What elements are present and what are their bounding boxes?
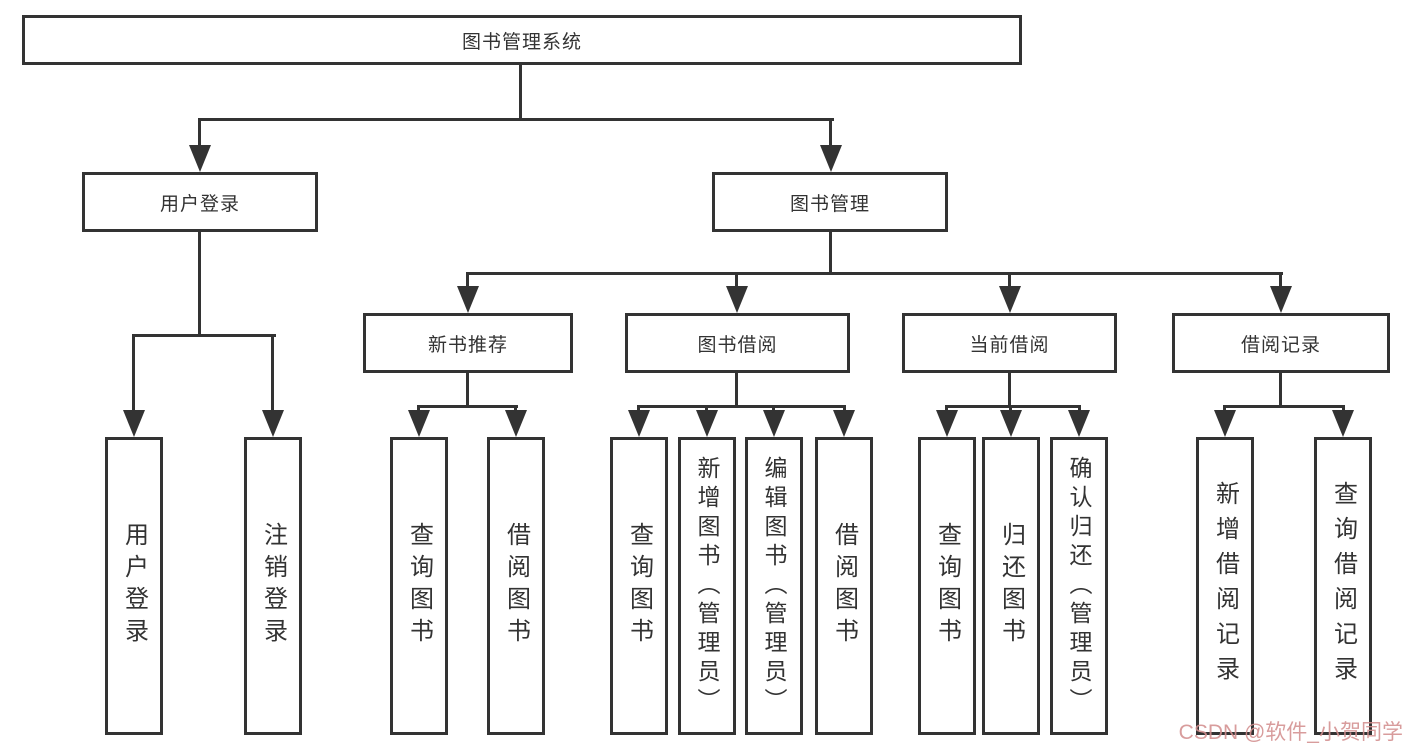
connector-currentborrow-stem (1008, 373, 1011, 408)
connector-userlogin-bar (132, 334, 276, 337)
connector-drop-currentborrow (1008, 272, 1011, 290)
arrow-g4b (1000, 410, 1022, 437)
leaf-add-book-admin-label: 新增图书（管理员） (694, 455, 720, 717)
leaf-confirm-return-admin: 确认归还（管理员） (1050, 437, 1108, 735)
leaf-query-book-3-label: 查询图书 (933, 522, 961, 650)
node-book-borrow: 图书借阅 (625, 313, 850, 373)
node-current-borrow-label: 当前借阅 (969, 334, 1050, 356)
arrow-g2a (408, 410, 430, 437)
connector-drop-bookborrow (735, 272, 738, 290)
leaf-borrow-book-1-label: 借阅图书 (502, 522, 530, 650)
leaf-add-borrow-record-label: 新增借阅记录 (1211, 481, 1239, 691)
connector-bookborrow-stem (735, 373, 738, 408)
leaf-query-book-3: 查询图书 (918, 437, 976, 735)
connector-drop-user-login (198, 118, 201, 150)
leaf-user-login-label: 用户登录 (120, 522, 148, 650)
leaf-query-book-1: 查询图书 (390, 437, 448, 735)
node-root-label: 图书管理系统 (461, 31, 582, 53)
arrow-g5a (1214, 410, 1236, 437)
node-current-borrow: 当前借阅 (902, 313, 1117, 373)
leaf-borrow-book-2-label: 借阅图书 (830, 522, 858, 650)
node-new-book-recommend-label: 新书推荐 (427, 334, 508, 356)
leaf-add-book-admin: 新增图书（管理员） (678, 437, 736, 735)
node-book-management-label: 图书管理 (789, 193, 870, 215)
connector-drop-leaf-login (132, 334, 135, 414)
connector-bookmgmt-bar (466, 272, 1283, 275)
arrow-g4c (1068, 410, 1090, 437)
arrow-leaf-logout (262, 410, 284, 437)
connector-borrowrecords-bar (1223, 405, 1345, 408)
arrow-currentborrow (999, 286, 1021, 313)
leaf-user-login: 用户登录 (105, 437, 163, 735)
leaf-query-book-2: 查询图书 (610, 437, 668, 735)
connector-root-bar (198, 118, 834, 121)
leaf-borrow-book-1: 借阅图书 (487, 437, 545, 735)
arrow-g3a (628, 410, 650, 437)
arrow-g2b (505, 410, 527, 437)
arrow-newbook (457, 286, 479, 313)
node-book-management: 图书管理 (712, 172, 948, 232)
connector-root-stem (519, 65, 522, 121)
csdn-watermark: CSDN @软件_小贺同学 (1178, 721, 1403, 744)
leaf-query-borrow-record: 查询借阅记录 (1314, 437, 1372, 735)
leaf-edit-book-admin: 编辑图书（管理员） (745, 437, 803, 735)
connector-newbook-stem (466, 373, 469, 408)
arrow-leaf-login (123, 410, 145, 437)
node-book-borrow-label: 图书借阅 (697, 334, 778, 356)
connector-userlogin-stem (198, 232, 201, 337)
leaf-return-book: 归还图书 (982, 437, 1040, 735)
leaf-query-borrow-record-label: 查询借阅记录 (1329, 481, 1357, 691)
connector-bookborrow-bar (637, 405, 846, 408)
connector-drop-leaf-logout (271, 334, 274, 414)
leaf-logout: 注销登录 (244, 437, 302, 735)
node-borrow-records-label: 借阅记录 (1240, 334, 1321, 356)
connector-drop-newbook (466, 272, 469, 290)
connector-newbook-bar (417, 405, 518, 408)
node-user-login: 用户登录 (82, 172, 318, 232)
leaf-return-book-label: 归还图书 (997, 522, 1025, 650)
node-new-book-recommend: 新书推荐 (363, 313, 573, 373)
connector-drop-book-management (829, 118, 832, 150)
arrow-user-login (189, 145, 211, 172)
arrow-g3d (833, 410, 855, 437)
arrow-g3b (696, 410, 718, 437)
arrow-bookborrow (726, 286, 748, 313)
leaf-logout-label: 注销登录 (259, 522, 287, 650)
leaf-add-borrow-record: 新增借阅记录 (1196, 437, 1254, 735)
node-user-login-label: 用户登录 (159, 193, 240, 215)
node-root: 图书管理系统 (22, 15, 1022, 65)
arrow-book-management (820, 145, 842, 172)
connector-currentborrow-bar (945, 405, 1081, 408)
connector-drop-borrowrecords (1279, 272, 1282, 290)
connector-bookmgmt-stem (829, 232, 832, 275)
leaf-query-book-2-label: 查询图书 (625, 522, 653, 650)
arrow-g4a (936, 410, 958, 437)
connector-borrowrecords-stem (1279, 373, 1282, 408)
arrow-g5b (1332, 410, 1354, 437)
arrow-borrowrecords (1270, 286, 1292, 313)
arrow-g3c (763, 410, 785, 437)
leaf-confirm-return-admin-label: 确认归还（管理员） (1066, 455, 1092, 717)
node-borrow-records: 借阅记录 (1172, 313, 1390, 373)
leaf-borrow-book-2: 借阅图书 (815, 437, 873, 735)
leaf-edit-book-admin-label: 编辑图书（管理员） (761, 455, 787, 717)
leaf-query-book-1-label: 查询图书 (405, 522, 433, 650)
